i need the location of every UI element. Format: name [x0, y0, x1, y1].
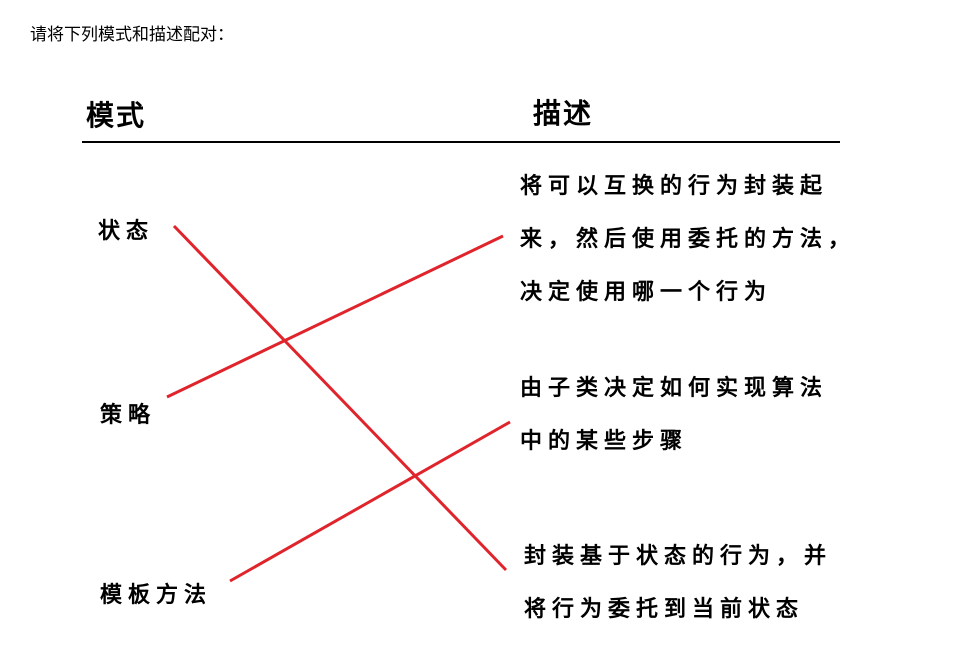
- description-line: 将行为委托到当前状态: [524, 597, 805, 622]
- header-divider: [82, 141, 840, 143]
- instruction-text: 请将下列模式和描述配对：: [30, 25, 234, 45]
- match-line-strategy: [166, 234, 504, 399]
- pattern-strategy: 策略: [100, 403, 157, 428]
- pattern-template-method: 模板方法: [100, 583, 213, 608]
- description-line: 决定使用哪一个行为: [520, 280, 773, 305]
- description-column-header: 描述: [533, 97, 594, 130]
- description-state: 封装基于状态的行为，并 将行为委托到当前状态: [524, 530, 832, 636]
- pattern-column-header: 模式: [86, 99, 147, 132]
- description-template-method: 由子类决定如何实现算法 中的某些步骤: [520, 362, 828, 468]
- match-line-template-method: [229, 420, 511, 583]
- description-line: 将可以互换的行为封装起: [520, 174, 829, 199]
- description-line: 中的某些步骤: [520, 429, 689, 454]
- description-strategy: 将可以互换的行为封装起 来，然后使用委托的方法， 决定使用哪一个行为: [520, 160, 856, 319]
- match-line-state: [172, 224, 508, 572]
- description-line: 由子类决定如何实现算法: [520, 376, 829, 401]
- pattern-state: 状态: [98, 219, 155, 244]
- description-line: 来，然后使用委托的方法，: [520, 227, 857, 252]
- description-line: 封装基于状态的行为，并: [524, 544, 833, 569]
